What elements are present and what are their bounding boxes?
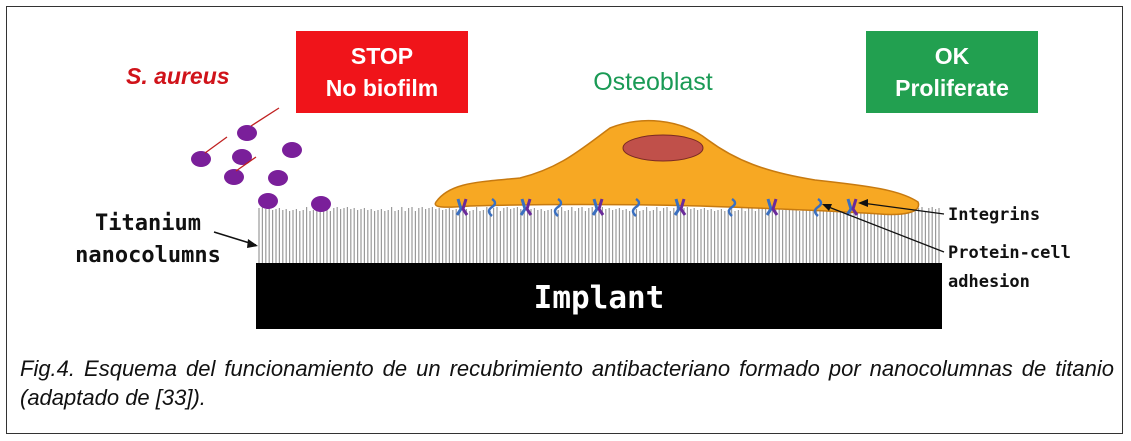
bacterium <box>232 149 252 165</box>
nanocolumns-label-line1: Titanium <box>95 211 201 236</box>
integrin <box>455 198 469 216</box>
implant-block <box>256 263 942 329</box>
nanocolumns <box>258 207 940 263</box>
nanocolumns-label-line2: nanocolumns <box>75 243 221 268</box>
adhesion-label-line2: adhesion <box>948 272 1030 292</box>
ok-sign-line1: OK <box>935 43 970 69</box>
bacteria-label: S. aureus <box>126 63 230 89</box>
bacterium <box>268 170 288 186</box>
stop-sign: STOP No biofilm <box>296 31 468 113</box>
bacteria-motion-arrow <box>250 107 280 127</box>
integrin <box>813 197 823 217</box>
bacterium <box>191 151 211 167</box>
ok-sign: OK Proliferate <box>866 31 1038 113</box>
ok-sign-box <box>866 31 1038 113</box>
integrins-label: Integrins <box>948 205 1040 225</box>
bacteria-motion-arrow <box>204 136 228 154</box>
nanocolumns-arrowhead <box>247 239 258 248</box>
integrin <box>591 198 605 216</box>
implant-label: Implant <box>534 280 665 316</box>
integrin <box>519 198 533 216</box>
integrin <box>673 198 687 216</box>
cell-body <box>434 120 920 216</box>
bacteria-group <box>191 107 331 212</box>
bacterium <box>282 142 302 158</box>
bacterium <box>224 169 244 185</box>
integrins-arrowhead <box>858 199 868 207</box>
adhesion-arrow <box>825 205 945 253</box>
stop-sign-line2: No biofilm <box>326 75 438 101</box>
integrin <box>765 198 779 216</box>
stop-sign-box <box>296 31 468 113</box>
integrin <box>553 197 563 217</box>
cell-nucleus <box>622 134 704 162</box>
integrin <box>727 197 737 217</box>
ok-sign-line2: Proliferate <box>895 75 1009 101</box>
figure-caption: Fig.4. Esquema del funcionamiento de un … <box>20 356 1114 410</box>
integrin <box>631 197 641 217</box>
cell-label: Osteoblast <box>593 68 713 96</box>
bacteria-motion-arrow <box>235 156 257 172</box>
integrin <box>487 197 497 217</box>
stop-sign-line1: STOP <box>351 43 413 69</box>
adhesion-label-line1: Protein-cell <box>948 243 1071 263</box>
bacterium <box>237 125 257 141</box>
integrins <box>455 197 859 217</box>
integrin <box>845 198 859 216</box>
bacterium <box>258 193 278 209</box>
integrins-arrow <box>861 202 945 215</box>
osteoblast-cell <box>434 120 920 216</box>
adhesion-arrowhead <box>822 204 832 211</box>
bacterium <box>311 196 331 212</box>
